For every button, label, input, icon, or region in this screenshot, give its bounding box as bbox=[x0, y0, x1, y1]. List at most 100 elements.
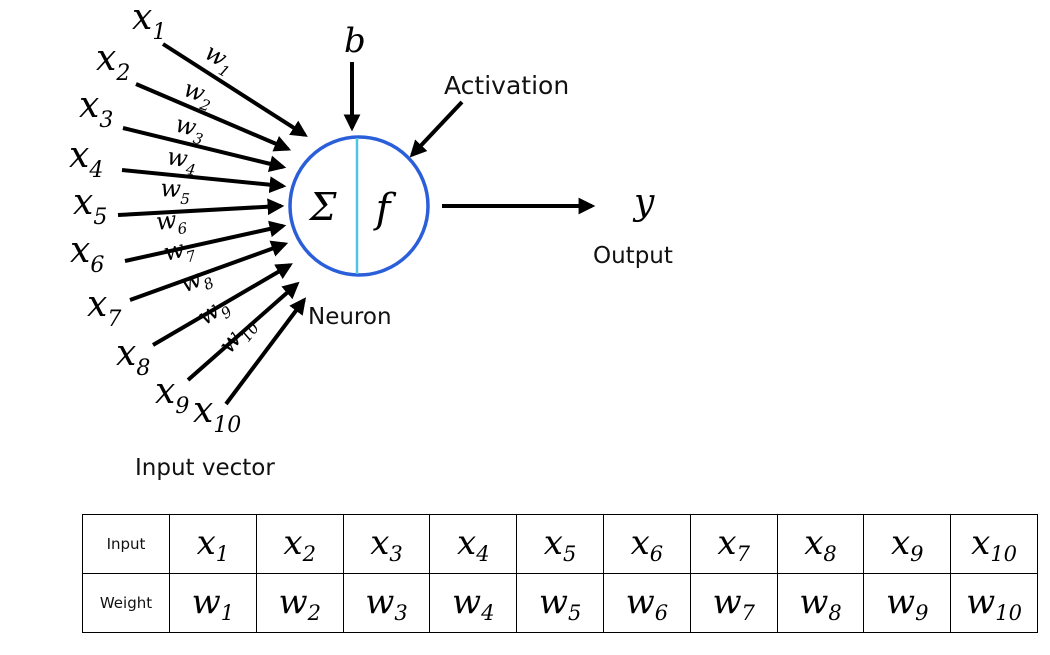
weight-label-4: w4 bbox=[164, 142, 199, 179]
activation-arrow bbox=[409, 100, 464, 158]
input-cell-4: x4 bbox=[429, 514, 518, 574]
weight-cell-4: w4 bbox=[429, 573, 518, 633]
input-label-8-symbol: x bbox=[116, 333, 136, 374]
input-cell-letter: x bbox=[630, 522, 650, 563]
input-arrow-9 bbox=[186, 281, 300, 382]
weight-cell-letter: w bbox=[452, 581, 482, 622]
input-label-2-symbol: x bbox=[96, 38, 116, 79]
input-label-3-symbol: x bbox=[79, 85, 99, 126]
input-label-6-symbol: x bbox=[70, 230, 90, 271]
output-label: Output bbox=[593, 243, 673, 269]
input-label-10-index: 10 bbox=[213, 413, 241, 438]
input-cell-index: 6 bbox=[649, 541, 664, 566]
input-cell-index: 5 bbox=[562, 541, 577, 566]
neuron-circle bbox=[288, 135, 430, 277]
input-label-1-symbol: x bbox=[132, 0, 152, 38]
weight-cell-letter: w bbox=[625, 581, 655, 622]
output-symbol: y bbox=[632, 182, 655, 223]
bias-label: b bbox=[344, 21, 366, 61]
input-label-2-index: 2 bbox=[115, 61, 130, 86]
input-cell-3: x3 bbox=[342, 514, 431, 574]
input-cell-letter: x bbox=[890, 522, 911, 563]
input-cell-index: 8 bbox=[823, 541, 837, 566]
input-label-6: x6 bbox=[70, 230, 104, 278]
input-cell-index: 4 bbox=[476, 541, 490, 566]
input-label-2: x2 bbox=[96, 38, 130, 86]
input-label-4: x4 bbox=[69, 135, 103, 183]
input-label-7-symbol: x bbox=[87, 284, 107, 325]
input-cell-2: x2 bbox=[255, 514, 344, 574]
weight-cell-index: 6 bbox=[654, 600, 669, 625]
input-label-10: x10 bbox=[193, 390, 241, 438]
input-cell-index: 9 bbox=[910, 541, 924, 566]
weight-cell-index: 10 bbox=[995, 600, 1022, 625]
input-label-7: x7 bbox=[87, 284, 121, 332]
input-label-5-symbol: x bbox=[73, 182, 93, 223]
input-cell-symbol: x3 bbox=[370, 523, 403, 566]
input-label-5: x5 bbox=[73, 182, 107, 230]
weight-label-4-symbol: w bbox=[165, 142, 190, 173]
weight-label-1: w1 bbox=[198, 38, 240, 81]
input-cell-index: 1 bbox=[215, 541, 230, 566]
weight-label-7-index: 7 bbox=[184, 247, 198, 267]
input-arrow-1 bbox=[161, 42, 308, 137]
weight-cell-letter: w bbox=[799, 581, 829, 622]
input-cell-index: 3 bbox=[389, 541, 403, 566]
input-cell-5: x5 bbox=[516, 514, 604, 574]
weight-cell-symbol: w9 bbox=[886, 581, 928, 625]
input-cell-index: 7 bbox=[736, 541, 750, 566]
weight-label-6-index: 6 bbox=[177, 219, 189, 238]
weight-header: Weight bbox=[82, 573, 170, 633]
weight-cell-8: w8 bbox=[776, 573, 865, 633]
weight-cell-symbol: w2 bbox=[278, 581, 320, 625]
input-arrow-10 bbox=[224, 297, 307, 406]
input-arrow-3 bbox=[122, 126, 287, 172]
weight-cell-10: w10 bbox=[950, 573, 1038, 633]
input-cell-letter: x bbox=[543, 522, 563, 563]
weight-cell-letter: w bbox=[538, 581, 568, 622]
input-header: Input bbox=[82, 514, 170, 574]
weight-label-5: w5 bbox=[159, 174, 191, 208]
weight-label-5-symbol: w bbox=[160, 174, 182, 203]
weight-cell-index: 1 bbox=[220, 600, 235, 625]
weight-cell-letter: w bbox=[365, 581, 395, 622]
input-label-3: x3 bbox=[79, 85, 113, 133]
weight-label-4-index: 4 bbox=[184, 160, 197, 179]
input-label-4-index: 4 bbox=[88, 158, 103, 183]
weight-cell-letter: w bbox=[191, 581, 221, 622]
weight-cell-letter: w bbox=[886, 581, 916, 622]
input-label-10-symbol: x bbox=[193, 390, 213, 431]
input-arrow-2 bbox=[135, 82, 292, 152]
weight-cell-index: 8 bbox=[828, 600, 842, 625]
input-cell-6: x6 bbox=[602, 514, 691, 574]
weight-cell-letter: w bbox=[966, 581, 996, 622]
input-cell-symbol: x4 bbox=[457, 523, 490, 566]
input-cell-letter: x bbox=[717, 522, 737, 563]
input-arrow-4 bbox=[121, 168, 287, 194]
input-arrows bbox=[117, 42, 308, 406]
weight-label-8: w8 bbox=[176, 260, 217, 302]
weight-label-6: w6 bbox=[154, 204, 188, 240]
weight-cell-7: w7 bbox=[689, 573, 778, 633]
weight-cell-letter: w bbox=[278, 581, 308, 622]
input-label-1: x1 bbox=[132, 0, 166, 45]
weight-label-9: w9 bbox=[192, 290, 236, 334]
input-cell-index: 2 bbox=[302, 541, 316, 566]
weight-label-6-symbol: w bbox=[154, 206, 178, 236]
weight-cell-letter: w bbox=[712, 581, 742, 622]
input-arrow-7 bbox=[129, 240, 289, 302]
input-vector-label: Input vector bbox=[135, 455, 275, 481]
input-cell-symbol: x8 bbox=[804, 523, 837, 566]
weight-label-3: w3 bbox=[171, 110, 208, 149]
weight-cell-index: 5 bbox=[567, 600, 582, 625]
input-label-9: x9 bbox=[155, 371, 189, 419]
input-label-3-index: 3 bbox=[99, 108, 113, 133]
sum-symbol: Σ bbox=[308, 185, 338, 229]
weight-cell-index: 3 bbox=[394, 600, 408, 625]
weight-cell-symbol: w4 bbox=[452, 581, 494, 625]
input-label-8: x8 bbox=[116, 333, 150, 381]
weight-cell-2: w2 bbox=[255, 573, 344, 633]
input-cell-letter: x bbox=[196, 522, 216, 563]
